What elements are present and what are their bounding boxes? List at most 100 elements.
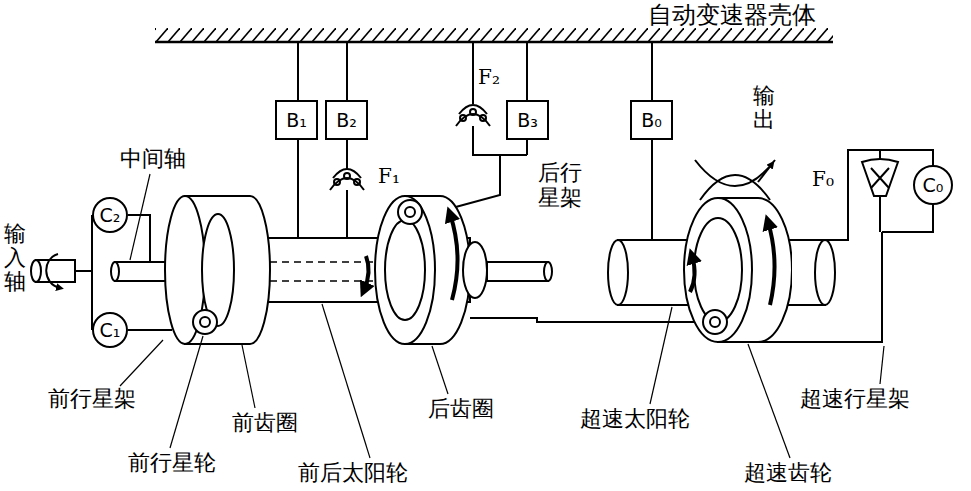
shaft-tail-part xyxy=(544,262,552,281)
one-way-clutch-f2-part xyxy=(470,109,476,115)
part-label: 输出 xyxy=(753,84,775,132)
part-code: C₂ xyxy=(100,206,121,225)
output-gear-part xyxy=(758,164,772,182)
brake-rods-part xyxy=(346,42,348,238)
part-label: 后齿圈 xyxy=(428,396,494,421)
part-label: 前行星轮 xyxy=(128,450,216,475)
overdrive-sun-end-part xyxy=(815,240,835,305)
clutch-circle: C₂ xyxy=(92,197,128,233)
brake-box: B₂ xyxy=(325,100,368,140)
one-way-clutch-f1-part xyxy=(333,169,361,178)
overdrive-sun-end xyxy=(792,240,835,305)
brake-rods xyxy=(298,42,652,240)
part-label: 自动变速器壳体 xyxy=(648,2,816,30)
part-label: 前齿圈 xyxy=(232,410,298,435)
front-planetary xyxy=(165,196,270,344)
part-code: B₂ xyxy=(336,111,357,130)
rear-planetary-part xyxy=(405,207,415,217)
part-code: C₁ xyxy=(100,321,121,340)
rotation-arrows-part xyxy=(450,214,458,300)
rear-planetary xyxy=(375,196,487,344)
part-label: F₂ xyxy=(478,66,500,89)
rear-planetary-part xyxy=(385,220,425,320)
output-gear xyxy=(695,160,775,200)
leader-lines-part xyxy=(130,174,150,260)
part-code: B₃ xyxy=(517,111,538,130)
output-gear-part xyxy=(695,160,775,186)
one-way-clutch-f1 xyxy=(330,169,364,190)
one-way-clutch-f0-part xyxy=(871,168,889,188)
one-way-clutch-f0 xyxy=(862,159,898,196)
part-code: C₀ xyxy=(923,176,944,195)
part-label: 前行星架 xyxy=(48,386,136,411)
clutch-circle: C₁ xyxy=(92,312,128,348)
part-label: 超速齿轮 xyxy=(744,460,832,485)
one-way-clutch-f0-part xyxy=(862,159,898,196)
shaft-tail-part xyxy=(487,262,548,281)
front-planetary-part xyxy=(193,310,217,334)
rear-planetary-part xyxy=(375,196,435,344)
brake-box: B₀ xyxy=(630,100,673,140)
rear-planetary-part xyxy=(463,242,487,298)
overdrive-ring-part xyxy=(684,198,752,342)
leader-lines-part xyxy=(880,346,884,384)
input-shaft-part xyxy=(31,260,41,282)
part-code: B₀ xyxy=(641,111,662,130)
part-label: F₁ xyxy=(378,165,400,188)
leader-lines-part xyxy=(242,345,255,408)
one-way-clutch-f2 xyxy=(456,105,490,126)
clutch-outline xyxy=(914,166,952,204)
leader-lines-part xyxy=(432,346,448,394)
rear-planetary-part xyxy=(398,200,422,224)
brake-rods-part xyxy=(651,42,653,240)
brake-rods-part xyxy=(297,42,299,238)
housing-hatch-part xyxy=(155,28,833,41)
input-shaft xyxy=(31,254,75,288)
brake-box: B₃ xyxy=(506,100,549,140)
input-shaft-part xyxy=(46,254,60,288)
clutch-outline xyxy=(93,198,127,232)
one-way-clutch-f1-part xyxy=(354,179,360,185)
rotation-arrows-part xyxy=(690,256,695,292)
leader-lines-part xyxy=(748,344,790,458)
part-label: 超速行星架 xyxy=(800,386,910,411)
rear-ring-link xyxy=(470,318,700,322)
part-label: 输入轴 xyxy=(4,222,26,295)
overdrive-sun-part xyxy=(608,240,628,305)
one-way-clutch-f2-part xyxy=(460,115,466,121)
front-planetary-part xyxy=(200,317,210,327)
housing-hatch xyxy=(155,28,833,42)
clutch-circle: C₀ xyxy=(913,165,953,205)
part-label: 超速太阳轮 xyxy=(580,406,690,431)
part-label: 前后太阳轮 xyxy=(298,460,408,485)
leader-lines xyxy=(120,174,884,458)
rotation-arrows-part xyxy=(768,222,775,305)
part-label: 中间轴 xyxy=(120,146,186,171)
rotation-arrows xyxy=(364,214,775,305)
overdrive-ring-part xyxy=(710,317,720,327)
leader-lines-part xyxy=(170,336,203,448)
one-way-clutch-f1-part xyxy=(334,179,340,185)
housing-hatch-part xyxy=(155,41,833,44)
one-way-clutch-f2-part xyxy=(480,115,486,121)
leader-lines-part xyxy=(650,307,672,404)
overdrive-ring-part xyxy=(703,310,727,334)
leader-lines-part xyxy=(120,340,163,386)
one-way-clutch-f2-part xyxy=(459,105,487,114)
overdrive-ring xyxy=(684,198,792,342)
part-label: 后行 星架 xyxy=(538,160,588,211)
brake-box: B₁ xyxy=(275,100,318,140)
shaft-tail xyxy=(487,262,552,281)
middle-shaft-part xyxy=(111,262,119,281)
one-way-clutch-f1-part xyxy=(344,173,350,179)
rotation-arrows-part xyxy=(364,256,369,290)
clutch-outline xyxy=(93,313,127,347)
part-label: F₀ xyxy=(812,168,834,191)
input-linkage-part xyxy=(75,215,92,330)
part-code: B₁ xyxy=(286,111,307,130)
rear-ring-link-part xyxy=(470,318,700,322)
overdrive-ring-part xyxy=(694,218,742,322)
input-linkage-part xyxy=(128,329,172,331)
leader-lines-part xyxy=(322,304,370,458)
